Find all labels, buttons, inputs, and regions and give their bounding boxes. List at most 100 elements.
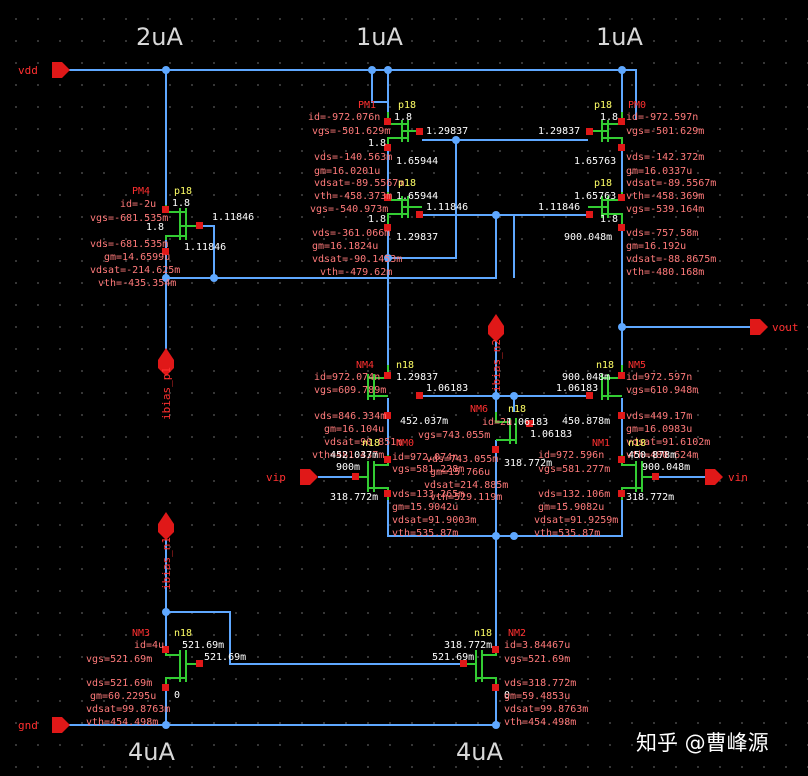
pm1-w: 1.8 (394, 112, 412, 123)
nm6-vg: 1.06183 (530, 429, 572, 440)
nm5-param: id=972.597n (626, 372, 692, 383)
pm1b-vd: 1.29837 (396, 232, 438, 243)
nm1-param: vth=535.87m (534, 528, 600, 539)
pm0b-vg: 1.11846 (538, 202, 580, 213)
vdd-right-drop (622, 69, 637, 120)
junction-dot (162, 66, 170, 74)
junction-dot (162, 608, 170, 616)
pmos-symbol-pm0b[interactable] (586, 192, 625, 231)
pm1b-model: p18 (398, 178, 416, 189)
pm1-param: vds=-140.563m (314, 152, 392, 163)
vdd-pin[interactable] (52, 62, 70, 78)
pm4-param: vth=-435.354m (98, 278, 176, 289)
gnd-pin[interactable] (52, 717, 70, 733)
nm3-vs: 0 (174, 690, 180, 701)
nm4-vs: 452.037m (400, 416, 448, 427)
ibias-n1-pin[interactable] (158, 512, 174, 540)
pmos-symbol-pm1[interactable] (384, 112, 423, 151)
pm-gate-diode (388, 140, 457, 259)
junction-dot (510, 532, 518, 540)
current-top-left: 2uA (136, 23, 183, 51)
nm2-param: id=3.84467u (504, 640, 570, 651)
current-top-mid: 1uA (356, 23, 403, 51)
nmos-symbol-nm6[interactable] (492, 412, 533, 453)
pm1-param: id=-972.076n (308, 112, 380, 123)
nm0-model: n18 (362, 438, 380, 449)
pm0b-vtop: 1.65763 (574, 191, 616, 202)
ibias-n2-pin[interactable] (488, 314, 504, 342)
pm0-name: PM0 (628, 100, 646, 111)
nm0-param: gm=15.9042u (392, 502, 458, 513)
current-top-right: 1uA (596, 23, 643, 51)
transistor-symbols (162, 112, 659, 691)
junction-dot (492, 532, 500, 540)
nm4-name: NM4 (356, 360, 374, 371)
nm3-param: id=4u (134, 640, 164, 651)
nm2-vg: 521.69m (432, 652, 474, 663)
nm2-param: vdsat=99.8763m (504, 704, 588, 715)
nmos-symbol-nm5[interactable] (586, 365, 625, 419)
pm1b-param: vdsat=-90.1453m (312, 254, 402, 265)
nm1-name: NM1 (592, 438, 610, 449)
nm5-param: vds=449.17m (626, 411, 692, 422)
nm2-param: vth=454.498m (504, 717, 576, 728)
nm4-model: n18 (396, 360, 414, 371)
nmos-symbol-nm1[interactable] (618, 455, 659, 500)
nm6-param: vds=743.055m (426, 454, 498, 465)
gnd-label: gnd (18, 719, 38, 732)
nm1-model: n18 (628, 438, 646, 449)
vout-pin[interactable] (750, 319, 768, 335)
pm1-param: vdsat=-89.5567m (314, 178, 404, 189)
pm0b-w: 1.8 (600, 214, 618, 225)
nm3-param: gm=60.2295u (90, 691, 156, 702)
nm2-vs: 0 (504, 690, 510, 701)
nmos-symbol-nm0[interactable] (352, 455, 391, 500)
nm0-param: vth=535.87m (392, 528, 458, 539)
pm0-param: gm=16.0337u (626, 166, 692, 177)
pm0-param: id=-972.597n (626, 112, 698, 123)
pmos-symbol-pm4[interactable] (162, 205, 203, 255)
nm3-param: vgs=521.69m (86, 654, 152, 665)
vip-pin[interactable] (300, 469, 318, 485)
nm2-vd: 318.772m (444, 640, 492, 651)
pm1b-vtop: 1.65944 (396, 191, 438, 202)
pm4-gate-wire (200, 225, 215, 278)
nm2-model: n18 (474, 628, 492, 639)
nm3-param: vth=454.498m (86, 717, 158, 728)
pmos-symbol-pm0[interactable] (586, 112, 625, 151)
ibias-p1-label: ibias_p1 (160, 367, 173, 420)
pm0-param: vdsat=-89.5567m (626, 178, 716, 189)
pm0b-model: p18 (594, 178, 612, 189)
nm5-param: vth=480.624m (626, 450, 698, 461)
nm4-vd: 1.29837 (396, 372, 438, 383)
pm0b-vd: 900.048m (564, 232, 612, 243)
vin-pin[interactable] (705, 469, 723, 485)
vout-label: vout (772, 321, 799, 334)
nm2-name: NM2 (508, 628, 526, 639)
junction-dot (384, 254, 392, 262)
nm6-name: NM6 (470, 404, 488, 415)
pm4-param: id=-2u (120, 199, 156, 210)
ibias-p1-pin[interactable] (158, 348, 174, 376)
nm0-vg: 900m (336, 462, 360, 473)
pm1-vg: 1.29837 (426, 126, 468, 137)
junction-dot (618, 66, 626, 74)
pm1-param: vgs=-501.629m (312, 126, 390, 137)
pm1-l: 1.8 (368, 138, 386, 149)
tail-wire (387, 500, 623, 537)
pm1b-param: vds=-361.066m (312, 228, 390, 239)
pm1-model: p18 (398, 100, 416, 111)
nm2-param: vgs=521.69m (504, 654, 570, 665)
nmos-symbol-nm3[interactable] (162, 646, 203, 691)
nm1-param: vgs=581.277m (538, 464, 610, 475)
nm3-diode-wire (166, 611, 462, 665)
nm4-param: vdsat=90.851m (324, 437, 402, 448)
pm4-model: p18 (174, 186, 192, 197)
nm6-param: vdsat=214.885m (424, 480, 508, 491)
nmos-symbol-nm4[interactable] (367, 365, 423, 419)
nm4-vg: 1.06183 (426, 383, 468, 394)
pmos-symbol-pm1b[interactable] (384, 192, 423, 231)
nmos-symbol-nm2[interactable] (460, 646, 499, 691)
